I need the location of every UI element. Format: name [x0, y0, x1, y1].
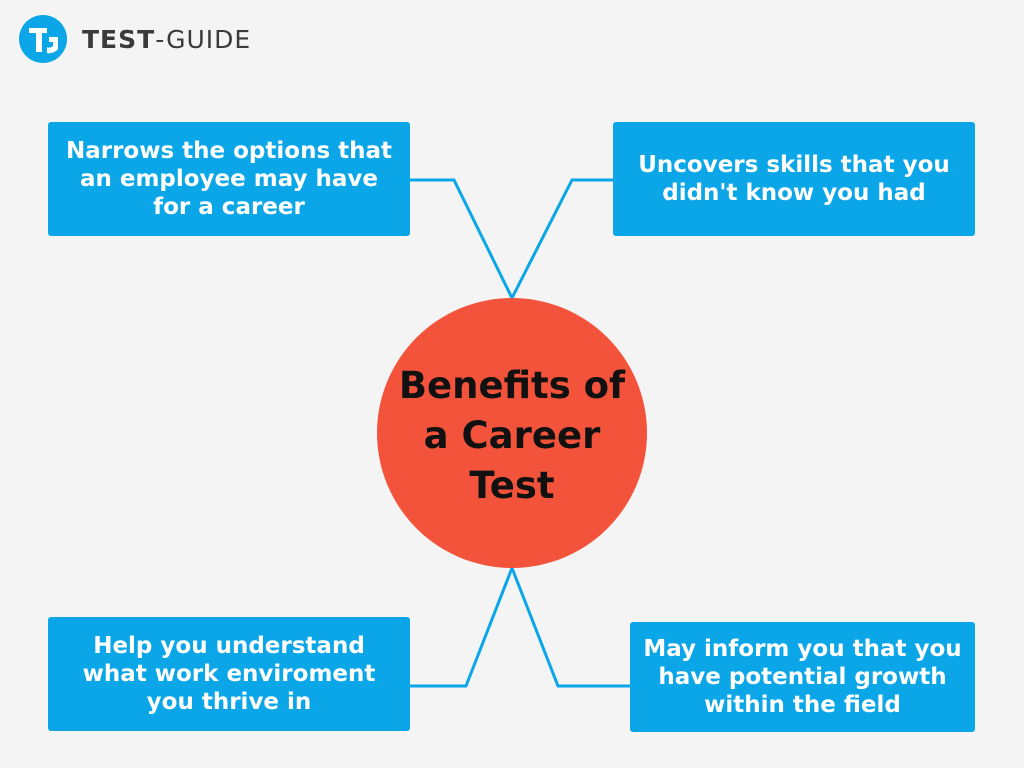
brand-name: TEST-GUIDE [82, 27, 251, 52]
brand-name-light: -GUIDE [155, 24, 252, 54]
benefit-text: Uncovers skills that you didn't know you… [638, 152, 950, 206]
brand-mark-icon [19, 15, 67, 63]
brand-name-strong: TEST [82, 24, 156, 54]
central-topic-circle: Benefits of a Career Test [377, 298, 647, 568]
connector-bottom-left [410, 567, 514, 688]
benefit-text: Narrows the options that an employee may… [65, 138, 393, 220]
benefit-text: May inform you that you have potential g… [643, 636, 962, 718]
benefit-box-uncovers-skills: Uncovers skills that you didn't know you… [613, 122, 975, 236]
connector-bottom-right [510, 567, 630, 688]
connector-top-right [510, 178, 613, 299]
benefit-box-potential-growth: May inform you that you have potential g… [630, 622, 975, 732]
brand-logo: TEST-GUIDE [18, 14, 251, 64]
benefit-text: Help you understand what work enviroment… [82, 633, 376, 715]
benefit-box-narrows-options: Narrows the options that an employee may… [48, 122, 410, 236]
benefit-box-work-environment: Help you understand what work enviroment… [48, 617, 410, 731]
central-topic-title: Benefits of a Career Test [398, 364, 626, 507]
connector-top-left [410, 178, 514, 299]
